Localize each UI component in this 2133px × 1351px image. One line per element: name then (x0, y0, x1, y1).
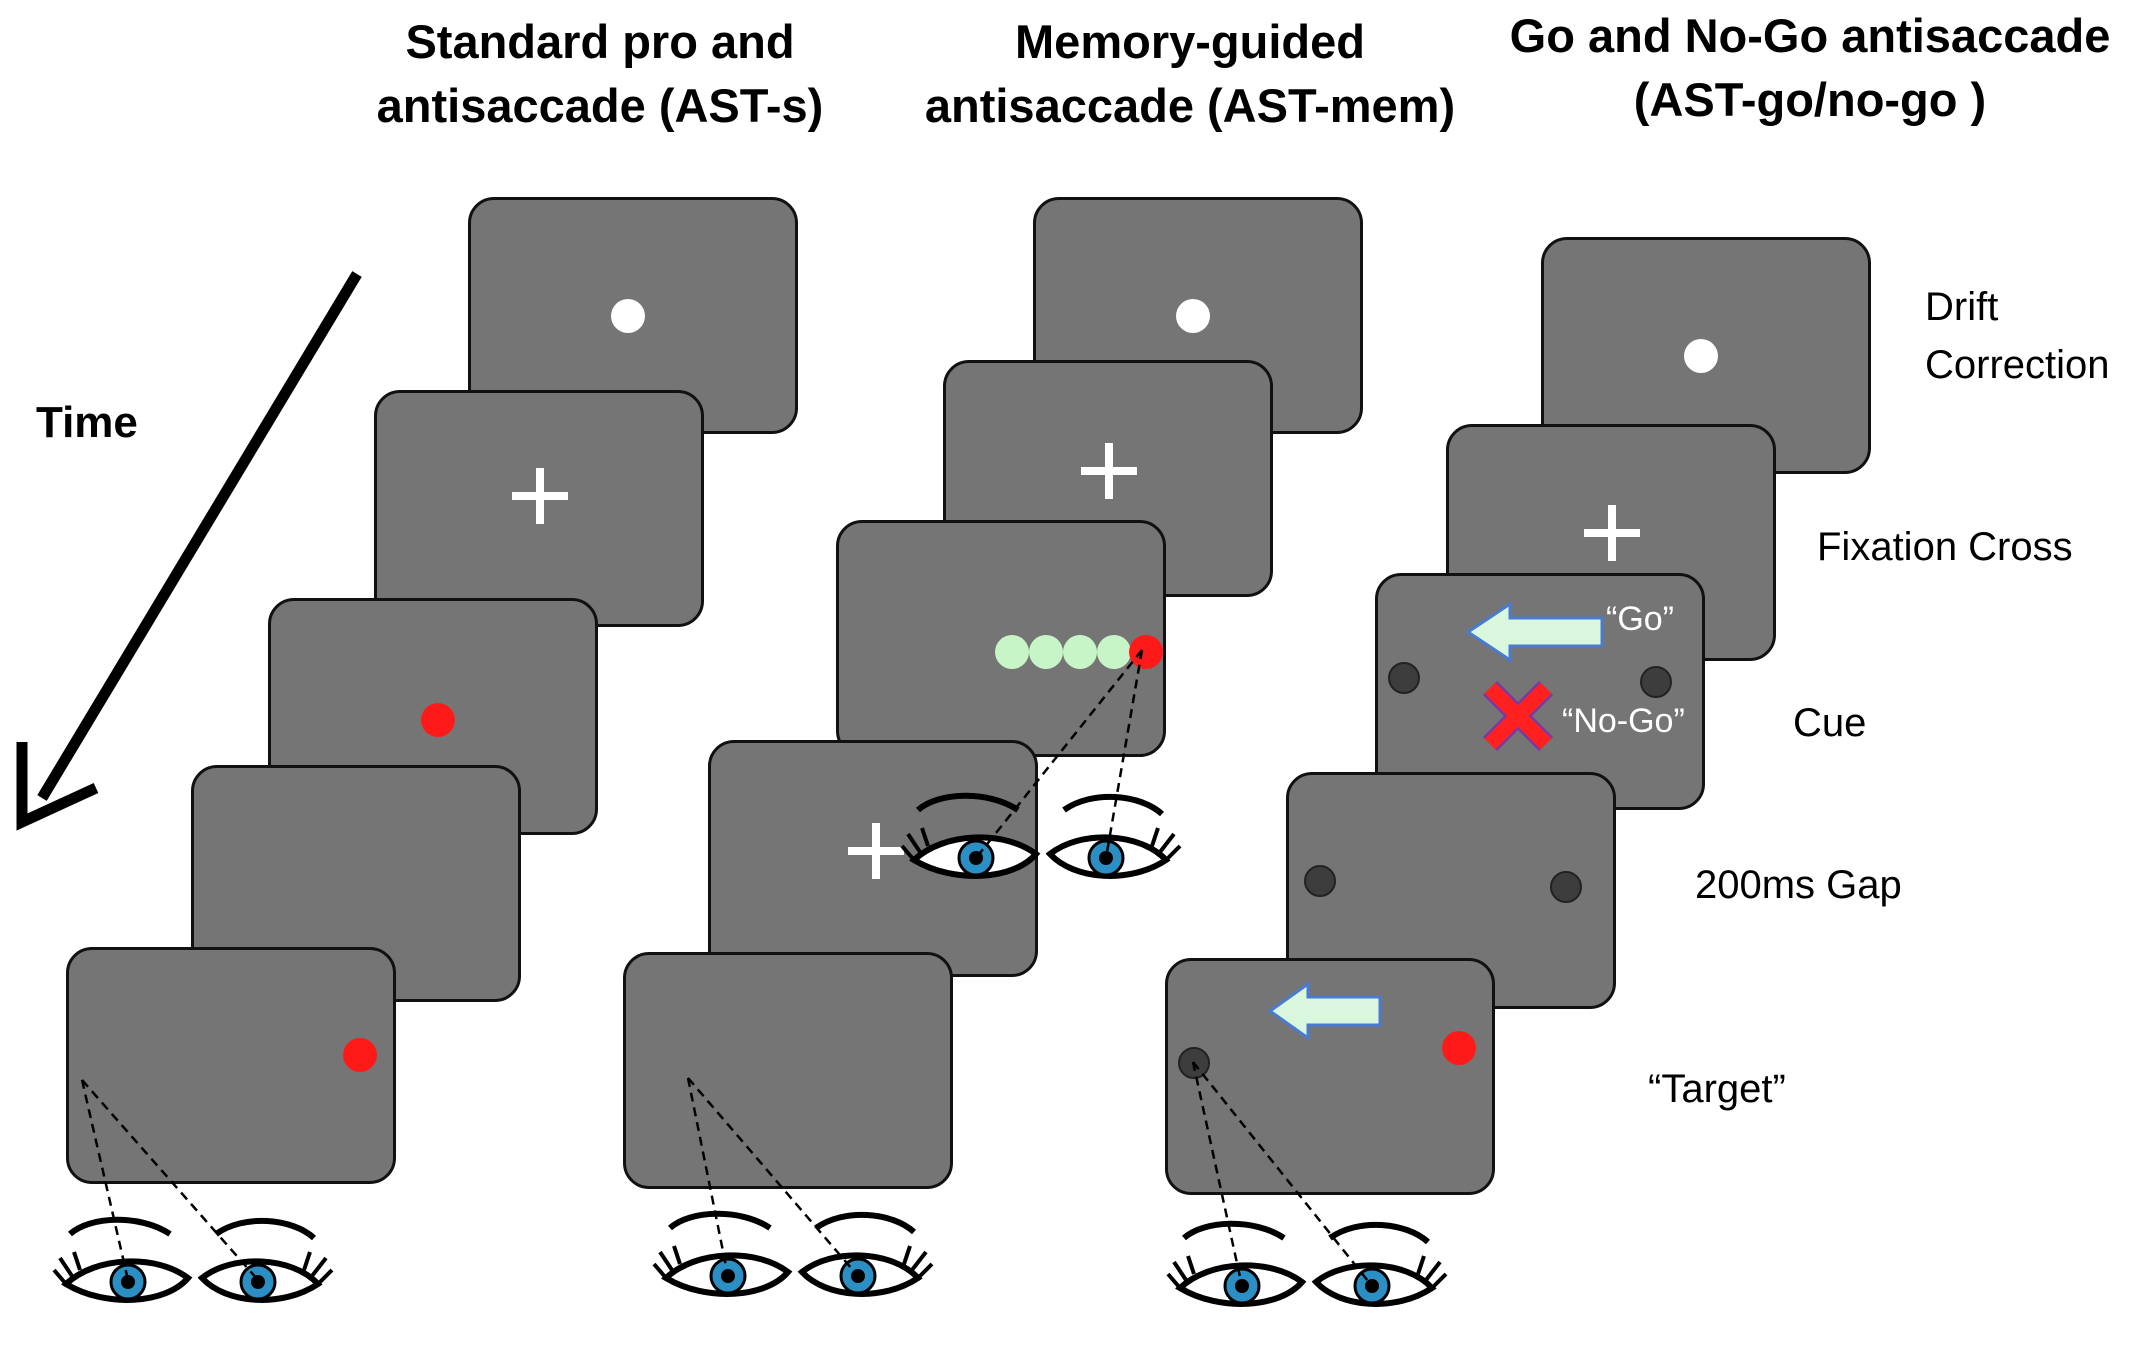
left-arrow-icon (1268, 981, 1382, 1041)
eyes-icon (54, 1220, 332, 1300)
column-title-ast-s: Standard pro and antisaccade (AST-s) (330, 10, 870, 138)
title-line: antisaccade (AST-mem) (924, 79, 1456, 132)
go-label: “Go” (1606, 600, 1674, 638)
placeholder-dot (1304, 865, 1336, 897)
step-line: Correction (1925, 343, 2110, 387)
step-label-target: “Target” (1648, 1060, 1786, 1118)
step-line: 200ms Gap (1695, 863, 1902, 907)
screen-target (1165, 958, 1495, 1195)
fixation-dot (611, 299, 645, 333)
placeholder-dot (1640, 666, 1672, 698)
red-target-dot (1129, 635, 1163, 669)
red-target-dot (421, 703, 455, 737)
step-line: Fixation Cross (1817, 525, 2073, 569)
title-line: antisaccade (AST-s) (376, 79, 824, 132)
screen-cue (836, 520, 1166, 757)
memory-trail-dot (1063, 635, 1097, 669)
left-arrow-icon (1466, 601, 1604, 663)
screen-cue: “Go” “No-Go” (1375, 573, 1705, 810)
time-label: Time (36, 398, 138, 447)
placeholder-dot (1388, 662, 1420, 694)
step-line: “Target” (1648, 1067, 1786, 1111)
title-line: Standard pro and (405, 15, 795, 68)
title-line: Memory-guided (1015, 15, 1365, 68)
fixation-dot (1684, 339, 1718, 373)
x-mark-icon (1482, 680, 1554, 752)
placeholder-dot (1550, 871, 1582, 903)
eyes-icon (654, 1214, 932, 1294)
no-go-label: “No-Go” (1562, 702, 1685, 740)
red-target-dot (1442, 1031, 1476, 1065)
memory-trail-dot (1029, 635, 1063, 669)
step-line: Drift (1925, 285, 1999, 329)
column-title-ast-mem: Memory-guided antisaccade (AST-mem) (890, 10, 1490, 138)
screen-target (623, 952, 953, 1189)
column-title-ast-go-nogo: Go and No-Go antisaccade (AST-go/no-go ) (1490, 4, 2130, 132)
step-line: Cue (1793, 701, 1867, 745)
step-label-gap: 200ms Gap (1695, 856, 1902, 914)
step-label-cue: Cue (1793, 694, 1866, 752)
step-label-drift-correction: Drift Correction (1925, 278, 2110, 394)
fixation-cross (512, 468, 568, 524)
red-target-dot (343, 1038, 377, 1072)
eyes-icon (1168, 1224, 1446, 1304)
screen-target (66, 947, 396, 1184)
fixation-cross (1081, 443, 1137, 499)
fixation-dot (1176, 299, 1210, 333)
memory-trail-dot (1097, 635, 1131, 669)
screen-gap-fixation (708, 740, 1038, 977)
placeholder-dot (1178, 1047, 1210, 1079)
step-label-fixation-cross: Fixation Cross (1817, 518, 2073, 576)
screen-fixation-cross (374, 390, 704, 627)
title-line: (AST-go/no-go ) (1633, 73, 1987, 126)
screen-drift-correction (1541, 237, 1871, 474)
fixation-cross (848, 823, 904, 879)
memory-trail-dot (995, 635, 1029, 669)
fixation-cross (1584, 505, 1640, 561)
title-line: Go and No-Go antisaccade (1509, 9, 2111, 62)
